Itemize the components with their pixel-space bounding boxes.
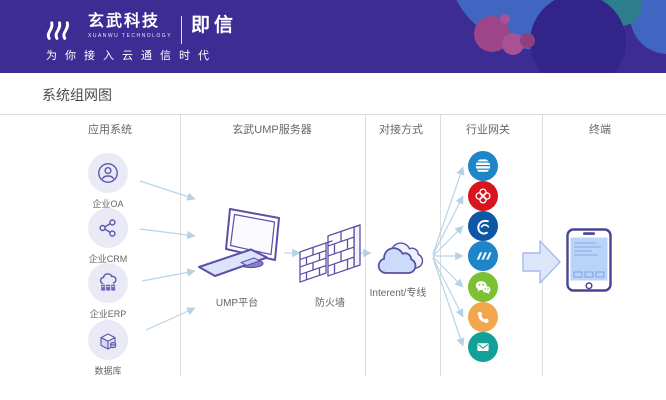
carrier-stripes-gateway-icon (468, 241, 498, 271)
app-circle (88, 320, 128, 360)
wechat-gateway-icon (468, 272, 498, 302)
voice-call-gateway-icon (468, 302, 498, 332)
wave-logo-icon (46, 21, 70, 40)
column-divider (365, 114, 366, 376)
page-title: 系统组网图 (42, 87, 112, 103)
cloud-icon (377, 242, 424, 274)
brand-lockup: 玄武科技 XUANWU TECHNOLOGY 即信 (44, 13, 237, 44)
app-circle (88, 263, 128, 303)
decor-bubble (530, 0, 626, 73)
share-network-icon (99, 219, 116, 237)
column-header-gateways: 行业网关 (466, 124, 510, 136)
column-header-connection: 对接方式 (379, 124, 423, 136)
china-telecom-gateway-icon (468, 211, 498, 241)
product-name: 即信 (191, 15, 238, 36)
column-header-applications: 应用系统 (88, 124, 132, 136)
firewall-icon (299, 224, 361, 283)
china-mobile-gateway-icon (468, 151, 498, 181)
email-gateway-icon (468, 332, 498, 362)
decor-bubble (502, 33, 524, 55)
app-node-oa: 企业OA (88, 153, 128, 209)
logo-divider (181, 16, 183, 44)
grid-top-line (0, 114, 666, 115)
column-header-ump-server: 玄武UMP服务器 (232, 124, 312, 136)
china-unicom-gateway-icon (468, 181, 498, 211)
database-icon (100, 333, 117, 350)
app-label: 数据库 (94, 366, 122, 376)
smartphone-icon (566, 228, 612, 292)
app-node-erp: 企业ERP (88, 263, 128, 319)
app-label: 企业OA (92, 199, 124, 209)
firewall-label: 防火墙 (315, 298, 345, 309)
header-banner: 玄武科技 XUANWU TECHNOLOGY 即信 为你接入云通信时代 (0, 0, 666, 73)
app-label: 企业CRM (88, 254, 128, 264)
column-divider (180, 114, 181, 376)
brand-subtitle: XUANWU TECHNOLOGY (88, 32, 173, 39)
app-circle (88, 153, 128, 193)
big-right-arrow-icon (522, 240, 561, 284)
user-icon (98, 163, 118, 183)
app-node-crm: 企业CRM (88, 208, 128, 264)
decor-bubble (500, 14, 510, 24)
computer-icon (198, 208, 280, 277)
internet-line-label: Interent/专线 (369, 288, 427, 299)
app-node-database: 数据库 (88, 320, 128, 376)
app-label: 企业ERP (89, 309, 127, 319)
column-divider (440, 114, 441, 376)
decor-bubble (520, 33, 535, 48)
cloud-buildings-icon (99, 273, 117, 291)
brand-name: 玄武科技 (88, 13, 161, 30)
tagline: 为你接入云通信时代 (46, 50, 217, 62)
ump-platform-label: UMP平台 (215, 298, 259, 309)
column-header-terminal: 终端 (589, 124, 611, 136)
app-circle (88, 208, 128, 248)
